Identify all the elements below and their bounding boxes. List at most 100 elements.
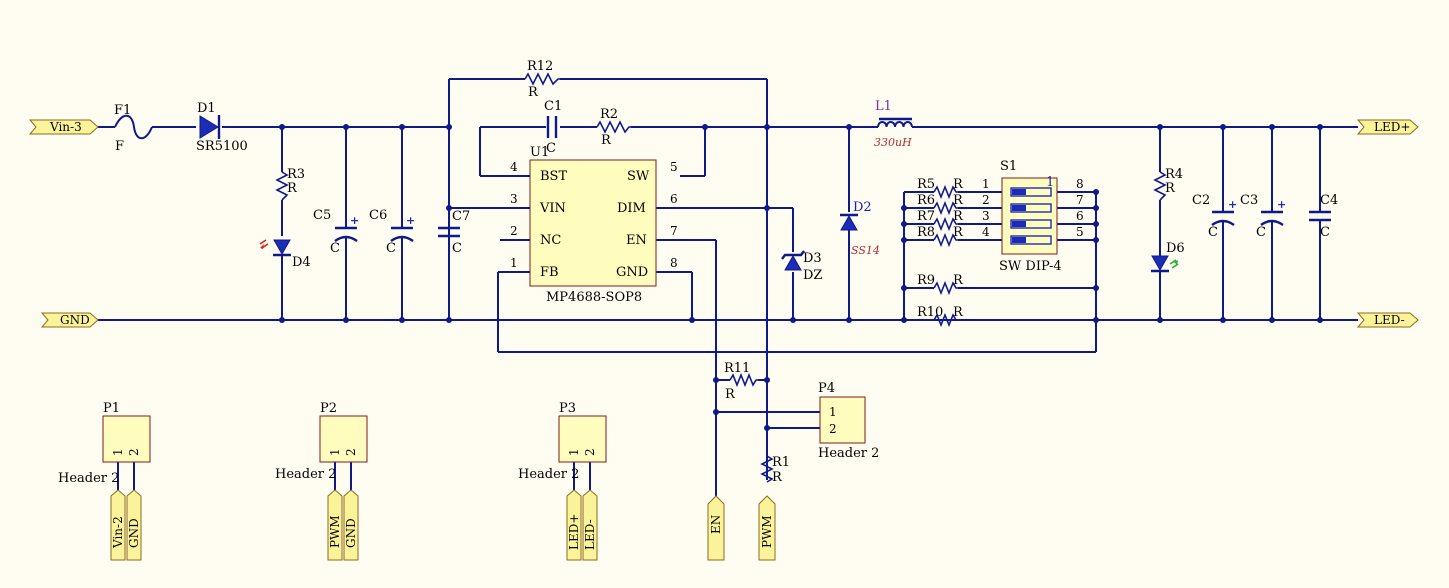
svg-text:Header 2: Header 2 (275, 467, 336, 482)
dip-switch-s1: 1 S1 SW DIP-4 1 2 3 4 8 7 6 5 (982, 159, 1084, 274)
svg-text:Vin-3: Vin-3 (49, 120, 82, 134)
svg-text:R12: R12 (527, 59, 553, 74)
svg-text:2: 2 (127, 448, 141, 456)
port-p2-gnd: GND (343, 489, 359, 561)
svg-text:Header 2: Header 2 (58, 471, 119, 486)
svg-text:C: C (1208, 225, 1218, 240)
port-p3-led-plus: LED+ (566, 489, 582, 561)
svg-text:1: 1 (328, 448, 342, 456)
svg-text:8: 8 (670, 256, 678, 270)
svg-text:2: 2 (583, 448, 597, 456)
resistor-r4: R4 R (1153, 167, 1183, 201)
diode-d1: D1 SR5100 (196, 101, 248, 154)
svg-text:LED-: LED- (583, 519, 597, 550)
svg-text:330uH: 330uH (874, 136, 912, 149)
svg-text:R7: R7 (917, 209, 935, 224)
svg-text:C: C (452, 241, 462, 256)
resistor-r6: R6 R (917, 193, 964, 216)
svg-text:R: R (287, 181, 298, 196)
svg-text:3: 3 (510, 192, 518, 206)
capacitor-c6: + C6 C (369, 208, 415, 256)
svg-text:GND: GND (616, 265, 648, 280)
svg-text:C7: C7 (452, 209, 470, 224)
port-p1-vin2: Vin-2 (110, 489, 126, 561)
svg-text:D2: D2 (853, 200, 872, 215)
svg-text:R: R (953, 193, 964, 208)
header-p1: P1 1 2 Header 2 (58, 401, 151, 486)
svg-text:+: + (1277, 198, 1286, 211)
svg-text:PWM: PWM (328, 515, 342, 548)
svg-text:C: C (546, 141, 556, 156)
svg-text:Vin-2: Vin-2 (111, 516, 125, 549)
port-led-plus: LED+ (1356, 119, 1419, 135)
svg-text:GND: GND (344, 518, 358, 548)
svg-text:7: 7 (1076, 193, 1084, 207)
resistor-r3: R3 R (275, 167, 305, 201)
svg-text:R: R (725, 387, 736, 402)
led-d6: D6 (1151, 241, 1185, 273)
port-p2-pwm: PWM (327, 489, 343, 561)
svg-text:C3: C3 (1240, 193, 1258, 208)
svg-text:D3: D3 (803, 251, 822, 266)
svg-text:R3: R3 (287, 167, 305, 182)
svg-text:C: C (1256, 225, 1266, 240)
svg-text:+: + (406, 214, 415, 227)
resistor-r8: R8 R (917, 225, 964, 248)
svg-text:SW DIP-4: SW DIP-4 (999, 259, 1062, 274)
port-vin3: Vin-3 (28, 119, 99, 135)
svg-text:C: C (1320, 225, 1330, 240)
svg-text:R: R (1165, 181, 1176, 196)
fuse-f1: F1 F (114, 103, 153, 154)
svg-text:F1: F1 (114, 103, 131, 118)
svg-text:8: 8 (1076, 177, 1084, 191)
svg-text:EN: EN (626, 233, 647, 248)
header-p2: P2 1 2 Header 2 (275, 401, 368, 482)
svg-text:R: R (953, 225, 964, 240)
capacitor-c3: + C3 C (1240, 193, 1286, 240)
header-p4: P4 1 2 Header 2 (818, 381, 879, 461)
capacitor-c4: C4 C (1309, 193, 1338, 240)
svg-text:1: 1 (567, 448, 581, 456)
svg-text:+: + (350, 214, 359, 227)
svg-text:EN: EN (709, 515, 723, 534)
svg-text:F: F (115, 139, 124, 154)
svg-text:SW: SW (627, 169, 650, 184)
svg-text:6: 6 (1076, 209, 1084, 223)
svg-text:R4: R4 (1165, 167, 1183, 182)
svg-text:R10: R10 (917, 305, 943, 320)
resistor-r5: R5 R (917, 177, 964, 200)
svg-text:4: 4 (982, 225, 990, 239)
svg-text:LED-: LED- (1374, 313, 1405, 327)
svg-text:R: R (528, 85, 539, 100)
svg-text:2: 2 (344, 448, 358, 456)
svg-text:R: R (953, 273, 964, 288)
svg-text:5: 5 (1076, 225, 1084, 239)
led-d4: D4 (259, 239, 311, 270)
svg-text:1: 1 (510, 256, 518, 270)
svg-text:C6: C6 (369, 208, 387, 223)
svg-text:NC: NC (540, 233, 561, 248)
svg-text:1: 1 (982, 177, 990, 191)
svg-text:2: 2 (829, 422, 837, 436)
svg-text:C5: C5 (313, 208, 331, 223)
svg-text:1: 1 (111, 448, 125, 456)
svg-text:1: 1 (1046, 175, 1054, 190)
svg-text:Header 2: Header 2 (518, 467, 579, 482)
svg-text:R: R (772, 470, 783, 485)
svg-text:FB: FB (540, 265, 559, 280)
junction-dots (279, 124, 1323, 431)
svg-text:R5: R5 (917, 177, 935, 192)
port-gnd: GND (40, 312, 99, 328)
resistor-r10: R10 R (917, 305, 964, 328)
svg-text:R8: R8 (917, 225, 935, 240)
svg-text:MP4688-SOP8: MP4688-SOP8 (546, 290, 642, 305)
svg-text:+: + (1228, 198, 1237, 211)
svg-text:C: C (386, 241, 396, 256)
svg-text:R: R (953, 305, 964, 320)
svg-text:3: 3 (982, 209, 990, 223)
svg-text:DZ: DZ (803, 268, 822, 283)
svg-text:7: 7 (670, 224, 678, 238)
svg-text:R6: R6 (917, 193, 935, 208)
zener-d3: D3 DZ (781, 250, 822, 283)
